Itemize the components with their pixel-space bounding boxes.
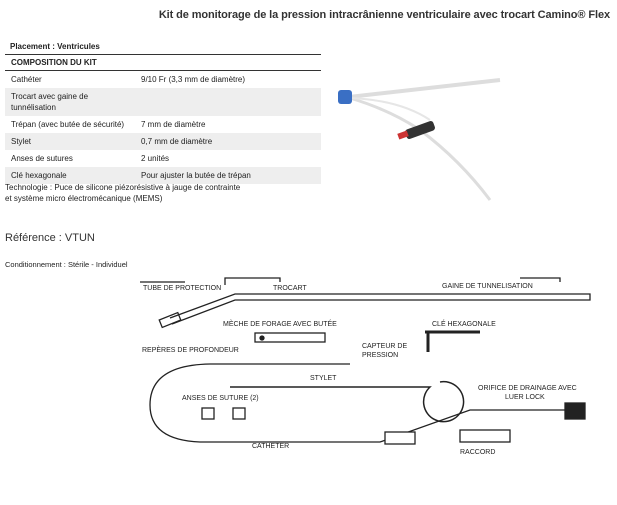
cell: 2 unités [141,154,170,163]
product-photo [338,78,501,201]
table-header: COMPOSITION DU KIT [5,55,321,71]
table-row: Trocart avec gaine de tunnélisation [5,88,321,116]
label-trocart: TROCART [273,285,307,292]
kit-diagram: TUBE DE PROTECTION TROCART GAINE DE TUNN… [140,277,591,456]
cell: Trocart avec gaine de tunnélisation [5,88,135,116]
label-cle: CLÉ HEXAGONALE [432,319,496,328]
composition-table: COMPOSITION DU KIT Cathéter 9/10 Fr (3,3 … [5,55,321,184]
label-catheter: CATHÉTER [252,441,289,450]
table-row: Trépan (avec butée de sécurité) 7 mm de d… [5,116,321,133]
cell: 0,7 mm de diamètre [135,133,321,150]
cell [135,88,321,116]
cell: 7 mm de diamètre [141,120,206,129]
cell: 9/10 Fr (3,3 mm de diamètre) [141,75,246,84]
page-title: Kit de monitorage de la pression intracr… [158,9,610,21]
label-anses: ANSES DE SUTURE (2) [182,395,259,402]
label-orifice-1: ORIFICE DE DRAINAGE AVEC [478,385,577,392]
placement: Placement : Ventricules [10,42,100,51]
table-row: Anses de sutures 2 unités [5,150,321,167]
cell: Stylet [5,133,135,150]
label-tube: TUBE DE PROTECTION [143,285,221,292]
technology-text: Technologie : Puce de silicone piézorési… [5,183,241,203]
reference: Référence : VTUN [5,232,95,244]
cell: Trépan (avec butée de sécurité) [11,120,125,129]
label-gaine: GAINE DE TUNNELISATION [442,283,533,290]
table-row: Cathéter 9/10 Fr (3,3 mm de diamètre) [5,71,321,89]
conditioning: Conditionnement : Stérile - Individuel [5,260,128,269]
label-reperes: REPÈRES DE PROFONDEUR [142,345,239,354]
label-capteur-2: PRESSION [362,352,398,359]
label-meche: MÈCHE DE FORAGE AVEC BUTÉE [223,319,337,328]
cell: Clé hexagonale [5,167,135,184]
cell: Pour ajuster la butée de trépan [135,167,321,184]
label-raccord: RACCORD [460,449,495,456]
label-capteur-1: CAPTEUR DE [362,343,407,350]
cell: Cathéter [11,75,42,84]
label-stylet: STYLET [310,375,337,382]
cell: Anses de sutures [11,154,73,163]
divider [5,54,321,55]
label-orifice-2: LUER LOCK [505,394,545,401]
